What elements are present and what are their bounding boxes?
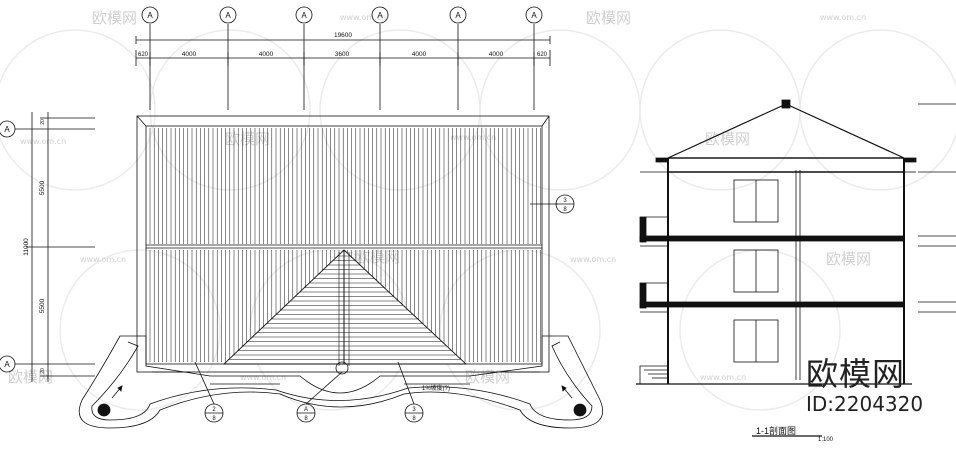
top-dimension-lines — [135, 36, 551, 66]
axis-tag-label: A — [455, 11, 461, 20]
watermark-id-block: 欧模网 ID:2204320 — [806, 358, 923, 414]
axis-tag-label: A — [4, 125, 10, 134]
watermark-url: www.om.cn — [820, 13, 866, 22]
watermark-brand: 欧模网 — [92, 9, 137, 27]
watermark-url: www.om.cn — [80, 255, 126, 264]
callout-2-8 — [204, 403, 224, 423]
vertical-edge-dimension: 20 — [40, 119, 46, 125]
axis-tag-1 — [141, 6, 159, 110]
watermark-brand: 欧模网 — [465, 368, 510, 386]
section-title: 1-1剖面图 — [756, 425, 796, 436]
section-scale: 1:100 — [818, 437, 834, 443]
callout-3-8-bottom — [404, 403, 424, 423]
vertical-dimension: 5500 — [39, 298, 46, 313]
watermark-brand: 欧模网 — [8, 368, 53, 386]
callout-numerator: 3 — [412, 407, 416, 413]
bay-dimension: 4000 — [259, 51, 274, 58]
bay-dimension: 620 — [537, 52, 548, 58]
bay-dimension: 3600 — [335, 51, 350, 58]
axis-tag-4 — [371, 6, 389, 110]
watermark-brand: 欧模网 — [826, 250, 871, 268]
watermark-brand: 欧模网 — [705, 130, 750, 148]
callout-denominator: 8 — [563, 207, 567, 213]
text-layer: A A A A A A A A 19600 620 4000 4000 3600… — [4, 11, 833, 443]
roof-outline — [136, 115, 550, 373]
watermark-url: www.om.cn — [450, 133, 496, 142]
axis-tag-label: A — [301, 11, 307, 20]
downpipe-right — [573, 403, 587, 417]
watermark-url: www.om.cn — [20, 137, 66, 146]
watermark-url: www.om.cn — [700, 373, 746, 382]
callout-denominator: 8 — [212, 416, 216, 422]
watermark-texts: 欧模网 www.om.cn 欧模网 www.om.cn www.om.cn 欧模… — [8, 9, 871, 386]
watermark-brand: 欧模网 — [586, 9, 631, 27]
axis-tag-label: A — [4, 360, 10, 369]
callout-numerator: 2 — [212, 407, 216, 413]
axis-tag-6 — [525, 6, 543, 110]
axis-tag-label: A — [377, 11, 383, 20]
bay-dimension: 620 — [138, 52, 149, 58]
vertical-overall-dimension: 11000 — [23, 238, 30, 256]
downpipe-left — [97, 403, 111, 417]
section-roof — [667, 103, 905, 159]
axis-tag-label: A — [147, 11, 153, 20]
watermark-rings — [0, 29, 956, 411]
watermark-brand: 欧模网 — [225, 130, 270, 148]
axis-tag-label: A — [225, 11, 231, 20]
bay-dimension: 4000 — [182, 51, 197, 58]
axis-tag-label: A — [531, 11, 537, 20]
watermark-brand-large: 欧模网 — [806, 355, 906, 393]
vertical-edge-dimension: 20 — [40, 368, 46, 374]
vertical-dimension: 5500 — [39, 180, 46, 195]
callout-numerator: 3 — [563, 198, 567, 204]
watermark-url: www.om.cn — [570, 255, 616, 264]
overall-dimension: 19600 — [334, 32, 352, 39]
callout-3-8-right — [555, 194, 575, 214]
axis-tag-5 — [449, 6, 467, 110]
watermark-url: www.om.cn — [240, 373, 286, 382]
watermark-url: www.om.cn — [340, 13, 386, 22]
slope-note: 1%坡度(?) — [422, 384, 450, 392]
top-axis-tags — [141, 6, 543, 110]
callout-denominator: 8 — [412, 416, 416, 422]
bay-dimension: 4000 — [412, 51, 427, 58]
axis-tag-2 — [219, 6, 237, 110]
callout-numerator: A — [304, 407, 308, 413]
detail-callouts — [204, 194, 575, 423]
left-axis-tags — [0, 112, 95, 382]
callout-denominator: 8 — [304, 416, 308, 422]
watermark-brand: 欧模网 — [355, 248, 400, 266]
callout-a-8 — [296, 403, 316, 423]
hip-triangle — [222, 249, 468, 365]
axis-tag-3 — [295, 6, 313, 110]
entrance-canopy — [78, 335, 604, 429]
watermark-id-label: ID:2204320 — [806, 392, 924, 416]
section-drawing — [636, 99, 956, 437]
bay-dimension: 4000 — [489, 51, 504, 58]
roof-plan — [0, 6, 604, 429]
